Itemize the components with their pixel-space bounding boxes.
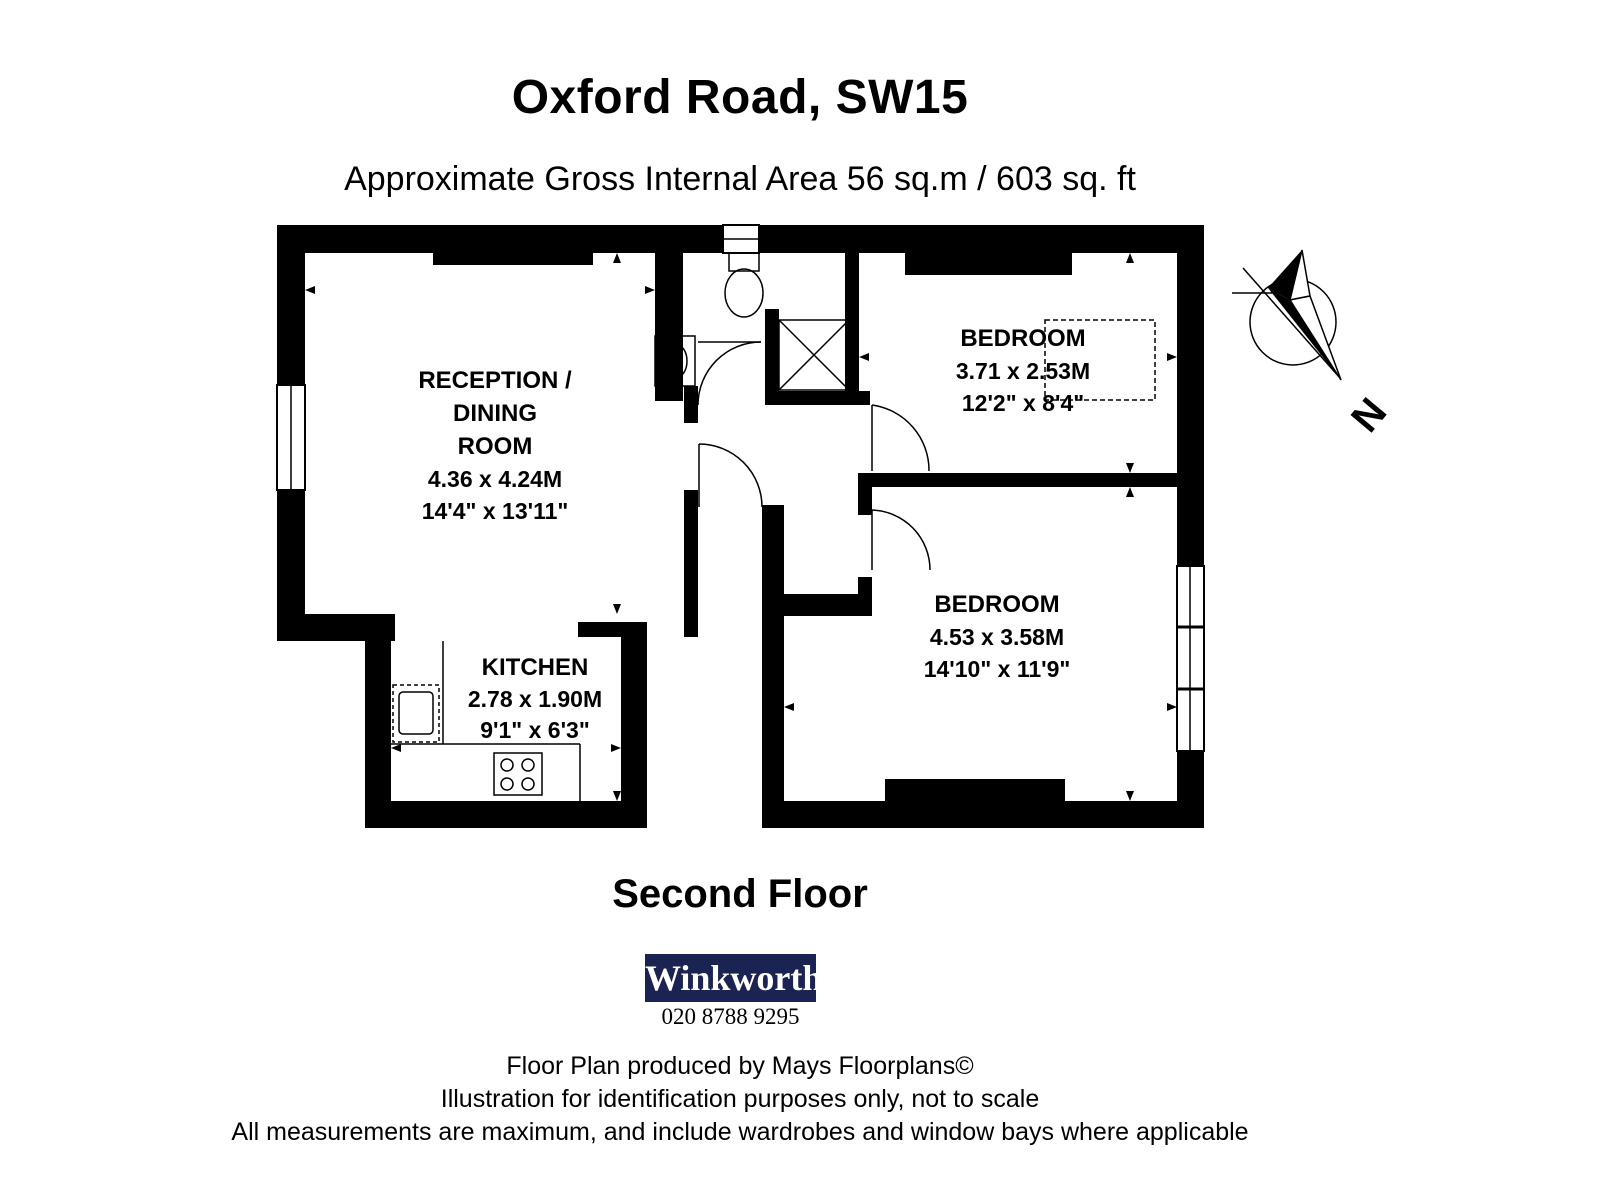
bedroom-1-imperial: 12'2" x 8'4" [962,390,1084,416]
bedroom-2-metric: 4.53 x 3.58M [930,624,1064,650]
walls [277,225,1204,828]
footer-disclaimer: Illustration for identification purposes… [440,1085,1040,1113]
reception-label: RECEPTION / DINING ROOM 4.36 x 4.24M 14'… [418,367,572,524]
loft-hatch-icon [1044,319,1156,401]
bathroom-fixtures [654,252,850,406]
reception-name-1: RECEPTION / [418,367,572,394]
bedroom-1-name: BEDROOM [960,325,1085,352]
bedroom-2-imperial: 14'10" x 11'9" [924,656,1071,682]
kitchen-fixtures [391,641,581,801]
north-arrow-icon: N [1232,249,1395,441]
toilet-icon [724,268,764,318]
reception-metric: 4.36 x 4.24M [428,466,562,492]
sink-icon [398,691,434,735]
reception-name-2: DINING [453,400,537,427]
kitchen-metric: 2.78 x 1.90M [468,686,602,712]
reception-name-3: ROOM [458,433,533,460]
footer-measurements-note: All measurements are maximum, and includ… [231,1118,1249,1146]
kitchen-imperial: 9'1" x 6'3" [480,717,590,743]
reception-imperial: 14'4" x 13'11" [422,498,569,524]
plan-title: Oxford Road, SW15 [511,71,969,124]
agent-phone: 020 8788 9295 [661,1004,800,1029]
north-letter: N [1343,390,1395,440]
kitchen-label: KITCHEN 2.78 x 1.90M 9'1" x 6'3" [468,654,602,743]
bedroom-2-name: BEDROOM [934,591,1059,618]
kitchen-name: KITCHEN [482,654,589,681]
windows [276,224,1205,752]
basin-icon [666,344,688,378]
bedroom-2-label: BEDROOM 4.53 x 3.58M 14'10" x 11'9" [924,591,1071,682]
bedroom-1-label: BEDROOM 3.71 x 2.53M 12'2" x 8'4" [956,325,1090,416]
footer-producer: Floor Plan produced by Mays Floorplans© [506,1052,974,1080]
bedroom-1-metric: 3.71 x 2.53M [956,358,1090,384]
shower-tray-icon [778,319,850,391]
dimension-arrows [305,253,1177,801]
hob-icon [493,752,543,796]
floor-label: Second Floor [612,872,868,916]
door-swings [698,404,931,571]
gross-area-label: Approximate Gross Internal Area 56 sq.m … [344,160,1136,198]
agent-logo: Winkworth [645,954,822,1002]
